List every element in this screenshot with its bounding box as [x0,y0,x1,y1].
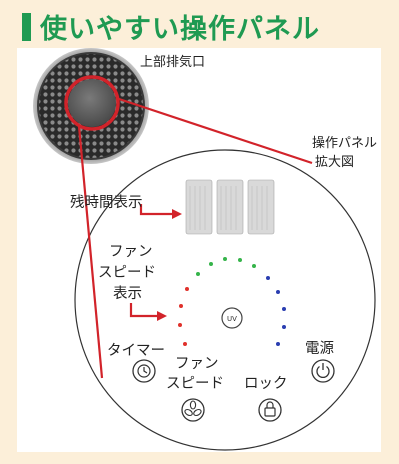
lock-label: ロック [244,376,288,392]
uv-button[interactable]: UV [221,307,243,329]
fan-speed-button-label-1: ファン [175,356,219,372]
svg-text:UV: UV [227,315,237,323]
highlight-ring [64,75,120,131]
power-label: 電源 [305,341,334,357]
fan-speed-dots [178,257,286,346]
lock-icon [264,401,276,417]
panel-zoom-label-2: 拡大図 [315,155,355,170]
exhaust-label: 上部排気口 [140,55,206,70]
fan-speed-display-label-1: ファン [109,244,153,260]
fan-speed-button[interactable] [181,398,205,422]
fan-speed-display-label-3: 表示 [113,286,142,302]
clock-icon [137,364,151,378]
remaining-time-label: 残時間表示 [70,195,143,211]
fan-speed-button-label-2: スピード [166,376,224,392]
callout-lines [77,96,313,379]
panel-zoom-label-1: 操作パネル [312,136,378,151]
timer-button[interactable] [132,359,156,383]
control-panel-hub [68,79,116,127]
display-dot-grid [189,186,268,230]
lock-button[interactable] [258,398,282,422]
power-icon [316,363,330,378]
page-title: 使いやすい操作パネル [40,14,320,45]
remaining-time-arrow [139,204,182,219]
power-button[interactable] [311,359,335,383]
fan-icon [184,400,202,417]
remaining-time-display [185,179,275,235]
top-exhaust-vent [33,48,149,164]
fan-speed-arrow [129,303,167,321]
fan-speed-display-label-2: スピード [98,265,156,281]
timer-label: タイマー [107,343,165,359]
title-accent-bar [22,13,31,41]
